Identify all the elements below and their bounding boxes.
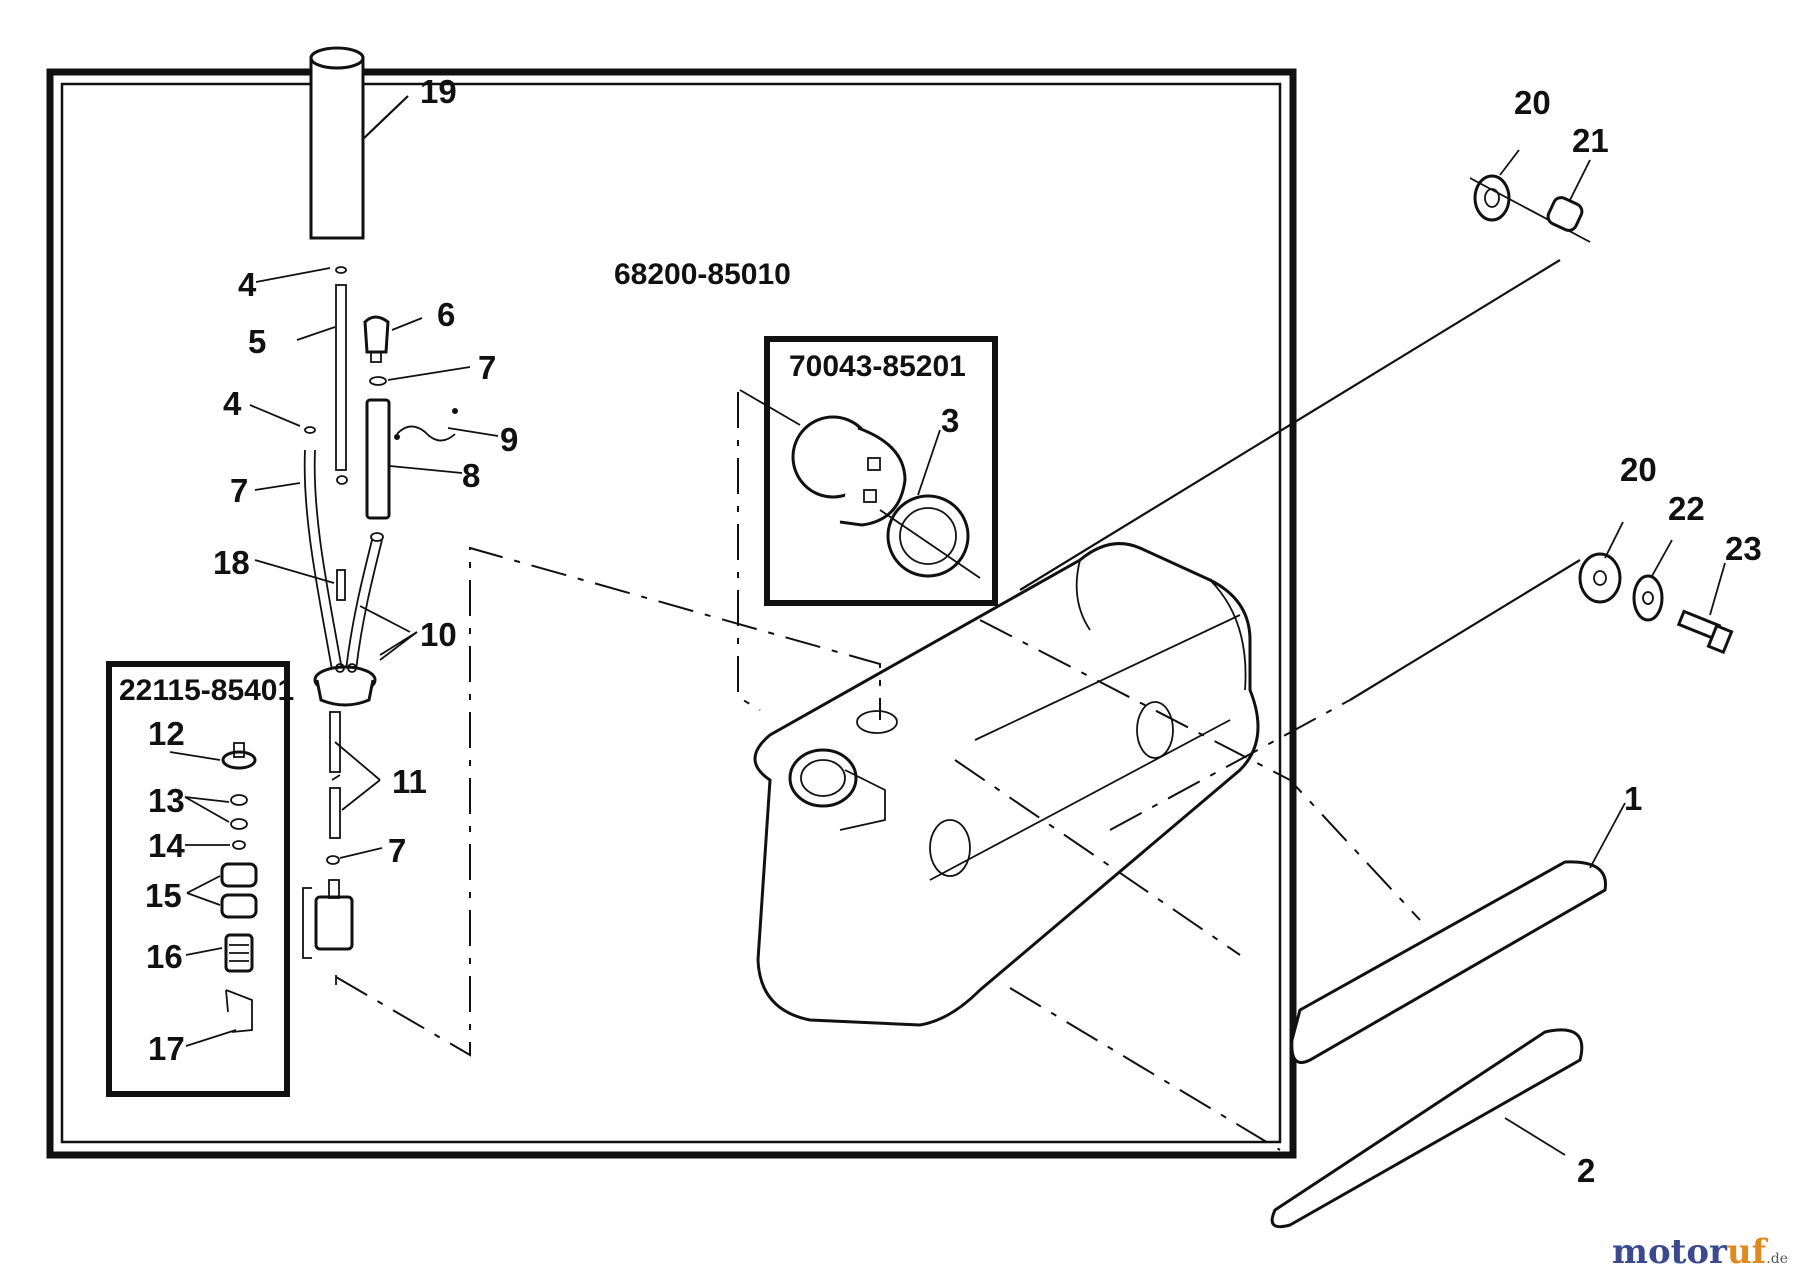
callout-14: 14: [148, 827, 185, 864]
callout-10: 10: [420, 616, 457, 653]
callout-7-upper: 7: [478, 349, 496, 386]
callout-6: 6: [437, 296, 455, 333]
primer-parts: [363, 315, 499, 520]
callout-3: 3: [941, 402, 959, 439]
callout-17: 17: [148, 1030, 185, 1067]
callout-22: 22: [1668, 490, 1705, 527]
callout-12: 12: [148, 715, 185, 752]
main-assembly-frame: [46, 68, 1297, 1159]
callout-11: 11: [392, 763, 427, 800]
callout-9: 9: [500, 421, 518, 458]
main-assembly-part-number: 68200-85010: [614, 258, 791, 291]
callout-16: 16: [146, 938, 183, 975]
callout-7-middle: 7: [230, 472, 248, 509]
cap-kit-part-number: 70043-85201: [789, 350, 966, 383]
pad-part-1: [1290, 802, 1626, 1064]
callout-7-lower: 7: [388, 832, 406, 869]
callout-20-upper: 20: [1514, 84, 1551, 121]
watermark-logo: motoruf.de: [1611, 1232, 1788, 1272]
fuel-line-assembly: [249, 266, 418, 985]
callout-8: 8: [462, 457, 480, 494]
pipe-part-19: [309, 46, 409, 240]
callout-13: 13: [148, 782, 185, 819]
callout-18: 18: [213, 544, 250, 581]
callout-21: 21: [1572, 122, 1609, 159]
callout-4-lower: 4: [223, 385, 242, 422]
filter-kit-part-number: 22115-85401: [119, 674, 294, 707]
fuel-tank: [753, 542, 1260, 1027]
callout-19: 19: [420, 73, 457, 110]
callout-20-lower: 20: [1620, 451, 1657, 488]
cap-kit-box: [739, 336, 998, 606]
alignment-lines: [335, 259, 1581, 1151]
filter-kit-box: [106, 661, 290, 1097]
hardware-lower: [1578, 521, 1734, 655]
callout-15: 15: [145, 877, 182, 914]
pad-part-2: [1270, 1028, 1584, 1229]
callout-1: 1: [1624, 780, 1642, 817]
hardware-upper: [1469, 149, 1591, 243]
callout-23: 23: [1725, 530, 1762, 567]
callout-2: 2: [1577, 1152, 1595, 1189]
callout-4-top: 4: [238, 266, 257, 303]
callout-5: 5: [248, 323, 266, 360]
